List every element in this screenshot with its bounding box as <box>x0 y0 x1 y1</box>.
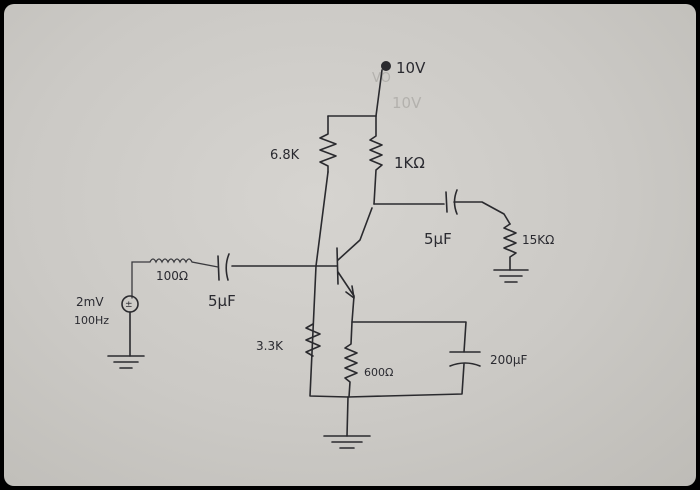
ac-source-polarity-icon: ± <box>125 300 133 310</box>
transistor-emitter <box>337 271 355 297</box>
resistor-6-8k-label: 6.8K <box>270 148 300 163</box>
main-ground-wire <box>346 396 349 437</box>
paper-sheet: VO 10V 10V 6.8K 1KΩ 5μF 15KΩ 5μF 100Ω ± … <box>4 4 696 486</box>
resistor-15k-label: 15KΩ <box>522 233 554 247</box>
input-cap-plate-2 <box>217 255 220 281</box>
supply-terminal-dot <box>381 61 391 71</box>
supply-wire <box>375 69 383 117</box>
load-ground-symbol <box>493 269 529 283</box>
resistor-1k <box>369 115 383 205</box>
bypass-cap-plate-2 <box>449 362 481 367</box>
transistor-base-bar <box>336 247 339 285</box>
supply-label: 10V <box>396 59 426 77</box>
transistor-collector <box>337 207 373 261</box>
bypass-cap-label: 200μF <box>490 353 528 367</box>
resistor-100 <box>131 258 219 299</box>
resistor-3-3k <box>305 323 321 357</box>
resistor-100-label: 100Ω <box>156 269 188 283</box>
bias-divider-wire <box>309 171 349 398</box>
source-amplitude-label: 2mV <box>76 295 104 309</box>
resistor-15k <box>503 223 517 271</box>
emitter-arrow <box>345 285 355 299</box>
output-cap-label: 5μF <box>424 230 452 248</box>
source-frequency-label: 100Hz <box>74 314 109 327</box>
resistor-1k-label: 1KΩ <box>394 154 425 172</box>
input-cap-label: 5μF <box>208 292 236 310</box>
input-cap-plate-1 <box>225 253 230 281</box>
circuit-schematic: VO 10V 10V 6.8K 1KΩ 5μF 15KΩ 5μF 100Ω ± … <box>74 59 554 449</box>
resistor-600-label: 600Ω <box>364 366 393 379</box>
main-ground-symbol <box>323 435 371 449</box>
output-cap-plate-1 <box>445 191 448 213</box>
source-ground-symbol <box>107 355 145 369</box>
resistor-6-8k <box>319 115 337 173</box>
emitter-node-wire <box>351 295 467 353</box>
resistor-3-3k-label: 3.3K <box>256 339 284 353</box>
resistor-600 <box>344 321 358 398</box>
output-cap-wire <box>453 201 511 225</box>
bypass-ground-wire <box>347 363 465 398</box>
ghost-text-2: 10V <box>392 94 422 112</box>
